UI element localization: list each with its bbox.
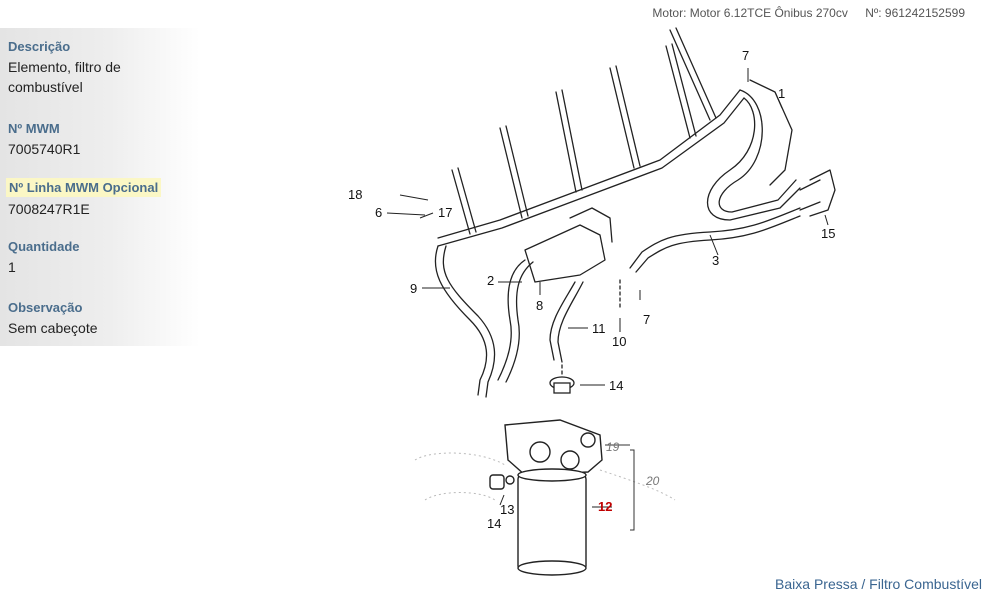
optional-number-field: Nº Linha MWM Opcional 7008247R1E <box>6 178 162 219</box>
callout-1: 1 <box>778 86 785 101</box>
callout-7-bottom: 7 <box>643 312 650 327</box>
quantity-label: Quantidade <box>8 239 80 254</box>
callout-7-top: 7 <box>742 48 749 63</box>
callout-9: 9 <box>410 281 417 296</box>
connector-14 <box>549 376 575 394</box>
mounting-shadow <box>414 452 676 501</box>
quantity-value: 1 <box>8 259 16 275</box>
fuel-system-diagram: 1 2 3 6 7 7 8 9 10 11 12 13 14 14 15 17 … <box>348 27 836 576</box>
callout-14-bottom: 14 <box>487 516 501 531</box>
observation-value: Sem cabeçote <box>8 320 98 336</box>
group-bracket <box>605 444 635 531</box>
mwm-number-label: Nº MWM <box>8 121 60 136</box>
callout-13: 13 <box>500 502 514 517</box>
callout-14-top: 14 <box>609 378 623 393</box>
callout-18: 18 <box>348 187 362 202</box>
description-label: Descrição <box>8 39 71 54</box>
callout-17: 17 <box>438 205 452 220</box>
callout-15: 15 <box>821 226 835 241</box>
fuel-filter-assembly <box>489 419 603 576</box>
callout-11: 11 <box>592 321 606 336</box>
leader-lines <box>386 68 829 508</box>
observation-field: Observação Sem cabeçote <box>8 299 98 338</box>
callout-12-highlighted: 12 <box>598 499 612 514</box>
observation-label: Observação <box>8 300 83 315</box>
description-field: Descrição Elemento, filtro de combustíve… <box>8 38 168 97</box>
callout-19: 19 <box>606 440 620 454</box>
part-number: Nº: 961242152599 <box>865 6 965 20</box>
callout-20: 20 <box>645 474 660 488</box>
description-value: Elemento, filtro de combustível <box>8 59 121 95</box>
diagram-lines <box>434 27 836 398</box>
callout-2: 2 <box>487 273 494 288</box>
optional-number-label: Nº Linha MWM Opcional <box>6 178 162 197</box>
mwm-number-field: Nº MWM 7005740R1 <box>8 120 80 159</box>
callout-6: 6 <box>375 205 382 220</box>
callout-3: 3 <box>712 253 719 268</box>
quantity-field: Quantidade 1 <box>8 238 80 277</box>
mwm-number-value: 7005740R1 <box>8 141 81 157</box>
engine-header: Motor: Motor 6.12TCE Ônibus 270cv Nº: 96… <box>638 6 965 20</box>
callout-8: 8 <box>536 298 543 313</box>
optional-number-value: 7008247R1E <box>8 201 90 217</box>
breadcrumb-link[interactable]: Baixa Pressa / Filtro Combustível <box>775 576 982 592</box>
callout-10: 10 <box>612 334 626 349</box>
engine-name: Motor: Motor 6.12TCE Ônibus 270cv <box>652 6 848 20</box>
part-details-panel: Descrição Elemento, filtro de combustíve… <box>0 28 200 346</box>
